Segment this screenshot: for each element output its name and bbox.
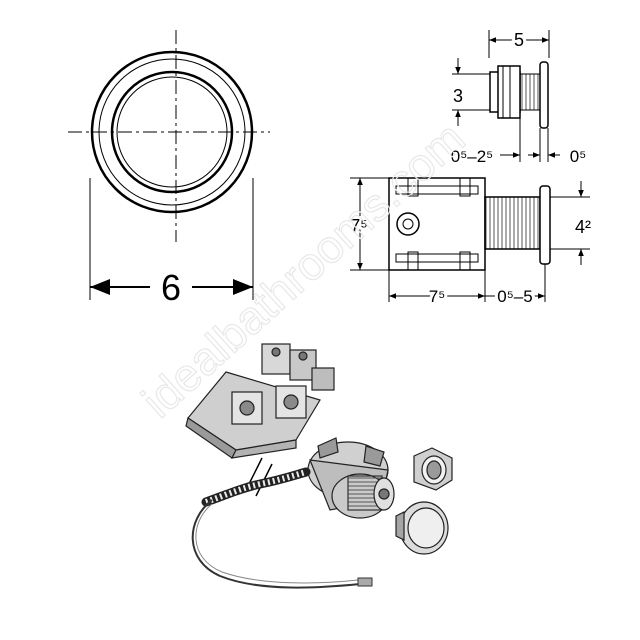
body-length-label: 7⁵ [429,287,446,306]
lock-nut [413,447,453,491]
exploded-assembly [185,343,453,589]
side-view-small: 5 3 0⁵–2⁵ 0⁵ [451,27,587,166]
flange-label: 0⁵ [570,147,587,166]
depth-label: 5 [514,30,524,50]
air-hose [191,467,373,589]
outer-ring [90,50,254,214]
range-label-large: 0⁵–5 [497,287,532,306]
height-label-large: 7⁵ [350,216,367,236]
push-button-face [110,70,234,194]
push-button [395,501,449,555]
side-view-large: 7⁵ 4² 7⁵ 0⁵–5 [347,177,591,309]
sleeve-label: 4² [575,217,591,237]
range-label-small: 0⁵–2⁵ [451,147,493,166]
height-label: 3 [453,86,463,106]
mounting-bracket [185,343,335,459]
width-label: 6 [161,267,181,308]
front-view: 6 [68,30,270,308]
actuator-housing [307,437,395,519]
